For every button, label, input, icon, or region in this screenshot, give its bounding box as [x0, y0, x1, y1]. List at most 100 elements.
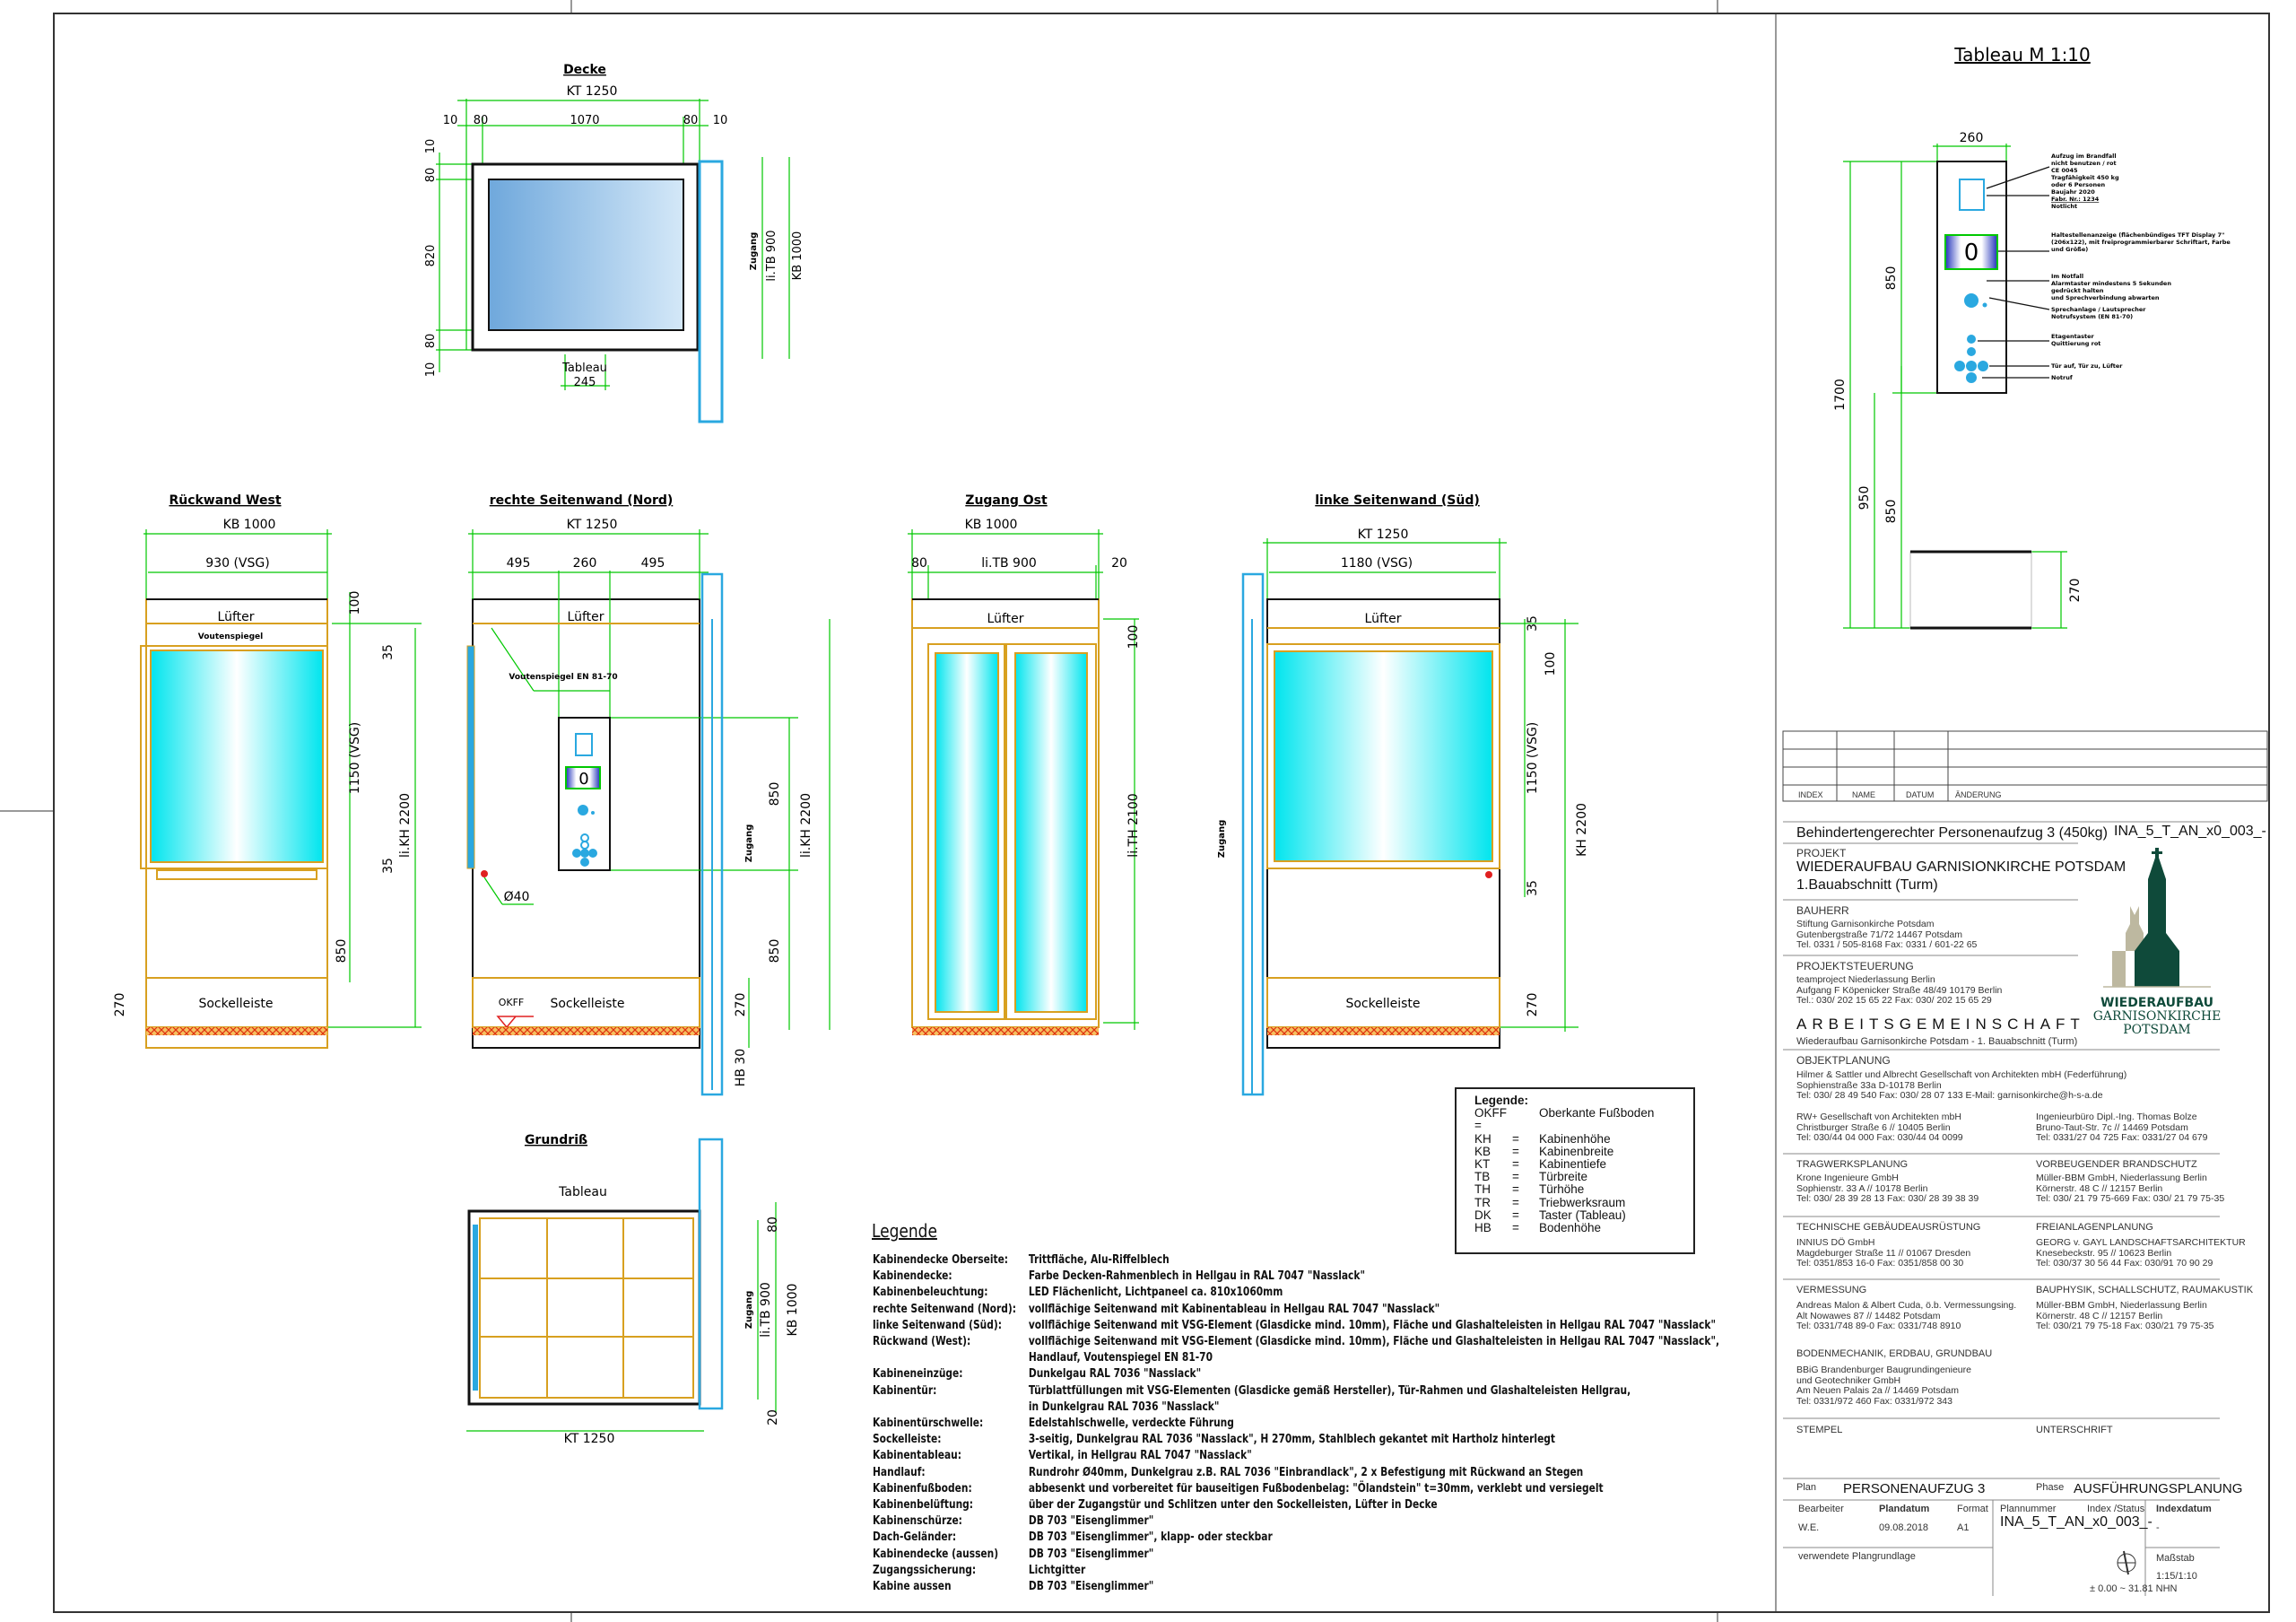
svg-text:ÄNDERUNG: ÄNDERUNG — [1955, 790, 2002, 799]
legend-value: vollflächige Seitenwand mit VSG-Element … — [1028, 1318, 1717, 1332]
svg-text:KB 1000: KB 1000 — [786, 1284, 800, 1337]
svg-text:0: 0 — [1964, 240, 1979, 266]
legend-key: Kabinentür: — [873, 1383, 937, 1398]
legend-row: Kabinenbelüftung: über der Zugangstür und… — [873, 1497, 1719, 1513]
svg-text:Tableau: Tableau — [561, 362, 607, 375]
svg-text:80: 80 — [911, 556, 927, 571]
svg-text:850: 850 — [768, 782, 782, 807]
legend-key — [873, 1400, 1029, 1416]
revision-table — [1782, 730, 2268, 802]
legend-value: Türblattfüllungen mit VSG-Elementen (Gla… — [1028, 1383, 1631, 1398]
svg-text:1150 (VSG): 1150 (VSG) — [348, 722, 362, 794]
svg-text:35: 35 — [381, 858, 396, 874]
legend-key: Kabinenschürze: — [873, 1514, 962, 1529]
svg-text:Rückwand West: Rückwand West — [169, 493, 281, 508]
svg-text:260: 260 — [573, 556, 597, 571]
svg-text:linke Seitenwand (Süd): linke Seitenwand (Süd) — [1315, 493, 1480, 508]
legend-row: linke Seitenwand (Süd): vollflächige Seit… — [873, 1318, 1719, 1334]
legend-row: Kabinentür: Türblattfüllungen mit VSG-Ele… — [873, 1383, 1719, 1400]
plan-code: INA_5_T_AN_x0_003_- — [2114, 824, 2266, 839]
svg-text:Haltestellenanzeige (flächenbü: Haltestellenanzeige (flächenbündiges TFT… — [2051, 231, 2231, 253]
legend-value: über der Zugangstür und Schlitzen unter … — [1028, 1498, 1438, 1513]
legend-row: Kabinendecke:Farbe Decken-Rahmenblech in… — [873, 1269, 1719, 1285]
svg-text:270: 270 — [113, 993, 127, 1017]
legend-key: linke Seitenwand (Süd): — [873, 1318, 1002, 1332]
legend-value: 3-seitig, Dunkelgrau RAL 7036 "Nasslack"… — [1028, 1433, 1556, 1447]
svg-text:li.KH 2200: li.KH 2200 — [799, 793, 813, 858]
svg-text:Lüfter: Lüfter — [987, 612, 1024, 626]
svg-text:KH 2200: KH 2200 — [1575, 803, 1589, 857]
legend-row: Kabinendecke Oberseite:Trittfläche, Alu-… — [873, 1252, 1719, 1269]
svg-text:KB 1000: KB 1000 — [965, 518, 1018, 532]
legend-row: Kabinenfußboden:abbesenkt und vorbereite… — [873, 1481, 1719, 1497]
legend-key: Kabine aussen — [873, 1580, 952, 1594]
legend-key: Dach-Geländer: — [873, 1530, 957, 1545]
svg-text:260: 260 — [1960, 131, 1984, 145]
svg-text:1180 (VSG): 1180 (VSG) — [1341, 556, 1413, 571]
svg-text:li.KH 2200: li.KH 2200 — [398, 793, 413, 858]
legend-row: Handlauf:Rundrohr Ø40mm, Dunkelgrau z.B.… — [873, 1465, 1719, 1481]
svg-text:rechte Seitenwand (Nord): rechte Seitenwand (Nord) — [490, 493, 674, 508]
legend-value: Dunkelgau RAL 7036 "Nasslack" — [1028, 1367, 1202, 1382]
svg-text:KB 1000: KB 1000 — [223, 518, 276, 532]
svg-text:DATUM: DATUM — [1906, 790, 1934, 799]
plan-subject: Behindertengerechter Personenaufzug 3 (4… — [1796, 825, 2108, 841]
legend-key: Kabinendecke: — [873, 1269, 952, 1284]
svg-text:495: 495 — [507, 556, 531, 571]
svg-text:Tableau M 1:10: Tableau M 1:10 — [1953, 44, 2091, 65]
svg-text:Notruf: Notruf — [2051, 374, 2073, 381]
svg-text:Zugang: Zugang — [749, 232, 759, 271]
legend-key: Kabinenbelüftung: — [873, 1498, 974, 1513]
svg-text:100: 100 — [1544, 652, 1558, 676]
handlauf-label: Ø40 — [504, 890, 530, 904]
view-tableau: Tableau M 1:10 260 850 1700 950 850 270 … — [1833, 44, 2231, 630]
plan-name: PERSONENAUFZUG 3 — [1843, 1481, 1986, 1496]
svg-text:0: 0 — [578, 770, 588, 789]
svg-text:OKFF: OKFF — [499, 997, 525, 1008]
legend-key: Kabinendecke Oberseite: — [873, 1253, 1009, 1267]
legend-row: rechte Seitenwand (Nord):vollflächige Se… — [873, 1302, 1719, 1318]
legend-row: in Dunkelgrau RAL 7036 "Nasslack" — [873, 1400, 1719, 1416]
svg-text:Zugang Ost: Zugang Ost — [965, 493, 1048, 508]
garnisonkirche-logo: WIEDERAUFBAU GARNISONKIRCHE POTSDAM — [2093, 848, 2222, 1037]
legend-row: Kabinenbeleuchtung:LED Flächenlicht, Lic… — [873, 1285, 1719, 1301]
svg-text:80: 80 — [683, 114, 699, 127]
legend-row: Zugangssicherung:Lichtgitter — [873, 1563, 1719, 1579]
legend-value: vollflächige Seitenwand mit VSG-Element … — [1028, 1335, 1720, 1349]
svg-text:Sockelleiste: Sockelleiste — [198, 997, 273, 1011]
svg-text:80: 80 — [424, 168, 438, 183]
svg-text:WIEDERAUFBAU: WIEDERAUFBAU — [2100, 996, 2213, 1010]
svg-text:100: 100 — [348, 591, 362, 615]
svg-text:li.TB 900: li.TB 900 — [759, 1282, 773, 1338]
legend-value: in Dunkelgrau RAL 7036 "Nasslack" — [1028, 1400, 1220, 1414]
svg-text:850: 850 — [1884, 500, 1899, 524]
svg-text:850: 850 — [768, 939, 782, 964]
view-grundriss: Grundriß Tableau 80 Zugang li.TB 900 KB … — [466, 1133, 800, 1446]
legend-key: Kabinenfußboden: — [873, 1481, 972, 1496]
svg-text:KB 1000: KB 1000 — [791, 231, 804, 281]
svg-text:Lüfter: Lüfter — [218, 610, 255, 624]
abbreviation-legend: Legende: OKFF =Oberkante Fußboden KH=Kab… — [1455, 1087, 1695, 1254]
svg-text:Lüfter: Lüfter — [1365, 612, 1402, 626]
svg-text:270: 270 — [734, 993, 748, 1017]
svg-text:1150 (VSG): 1150 (VSG) — [1526, 722, 1540, 794]
svg-text:GARNISONKIRCHE: GARNISONKIRCHE — [2093, 1009, 2222, 1024]
legend-key: Kabinentürschwelle: — [873, 1417, 984, 1431]
legend-row: Kabineneinzüge:Dunkelgau RAL 7036 "Nassl… — [873, 1366, 1719, 1382]
svg-text:100: 100 — [1126, 625, 1141, 650]
material-legend: Kabinendecke Oberseite:Trittfläche, Alu-… — [873, 1252, 1719, 1595]
legend-value: Edelstahlschwelle, verdeckte Führung — [1028, 1417, 1234, 1431]
svg-text:Voutenspiegel: Voutenspiegel — [198, 632, 264, 641]
legend-row: Kabinentürschwelle: Edelstahlschwelle, ve… — [873, 1416, 1719, 1432]
svg-text:NAME: NAME — [1852, 790, 1875, 799]
svg-text:850: 850 — [1884, 266, 1899, 291]
legend-key: rechte Seitenwand (Nord): — [873, 1302, 1017, 1316]
tableau-small: 0 — [558, 717, 611, 871]
svg-text:KT 1250: KT 1250 — [567, 518, 618, 532]
svg-text:10: 10 — [443, 114, 458, 127]
